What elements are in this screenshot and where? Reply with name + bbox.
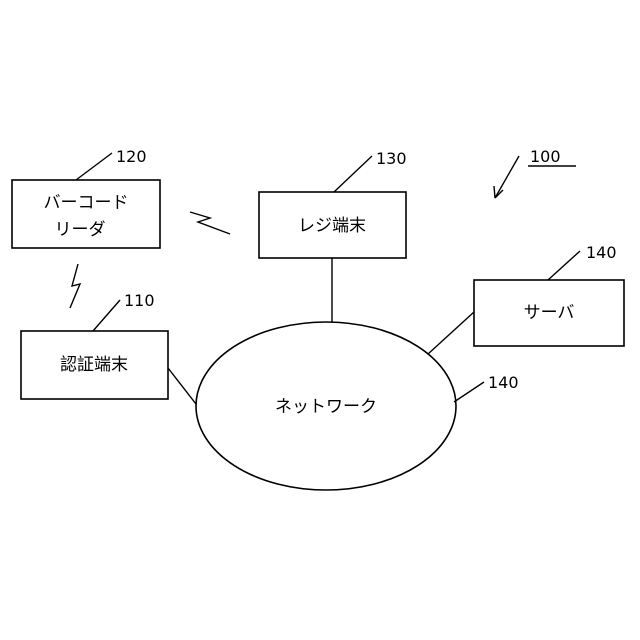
server-ref-leader: [548, 251, 580, 280]
wireless-signal-reader-register: [190, 212, 230, 234]
link-server-network: [428, 312, 474, 354]
server-ref: 140: [586, 243, 617, 262]
network-node: ネットワーク: [196, 322, 456, 490]
wireless-signal-reader-auth: [70, 264, 80, 308]
network-label: ネットワーク: [275, 397, 377, 417]
barcode-reader-label-line2: リーダ: [55, 220, 106, 240]
figure-ref-label: 100: [530, 147, 561, 166]
auth-terminal-ref-leader: [93, 300, 120, 331]
network-ref: 140: [488, 373, 519, 392]
auth-terminal-node: 認証端末: [21, 331, 168, 399]
barcode-reader-ref-leader: [76, 153, 112, 180]
figure-ref-arrow-shaft: [495, 156, 519, 198]
barcode-reader-label-line1: バーコード: [44, 193, 129, 213]
server-node: サーバ: [474, 280, 624, 346]
register-terminal-ref-leader: [334, 156, 372, 192]
network-ref-leader: [454, 382, 484, 402]
auth-terminal-ref: 110: [124, 291, 155, 310]
register-terminal-label: レジ端末: [298, 216, 366, 236]
auth-terminal-label: 認証端末: [60, 355, 128, 375]
register-terminal-node: レジ端末: [259, 192, 406, 258]
register-terminal-ref: 130: [376, 149, 407, 168]
barcode-reader-node: バーコード リーダ: [12, 180, 160, 248]
barcode-reader-ref: 120: [116, 147, 147, 166]
server-label: サーバ: [524, 303, 575, 323]
link-auth-network: [168, 368, 196, 404]
